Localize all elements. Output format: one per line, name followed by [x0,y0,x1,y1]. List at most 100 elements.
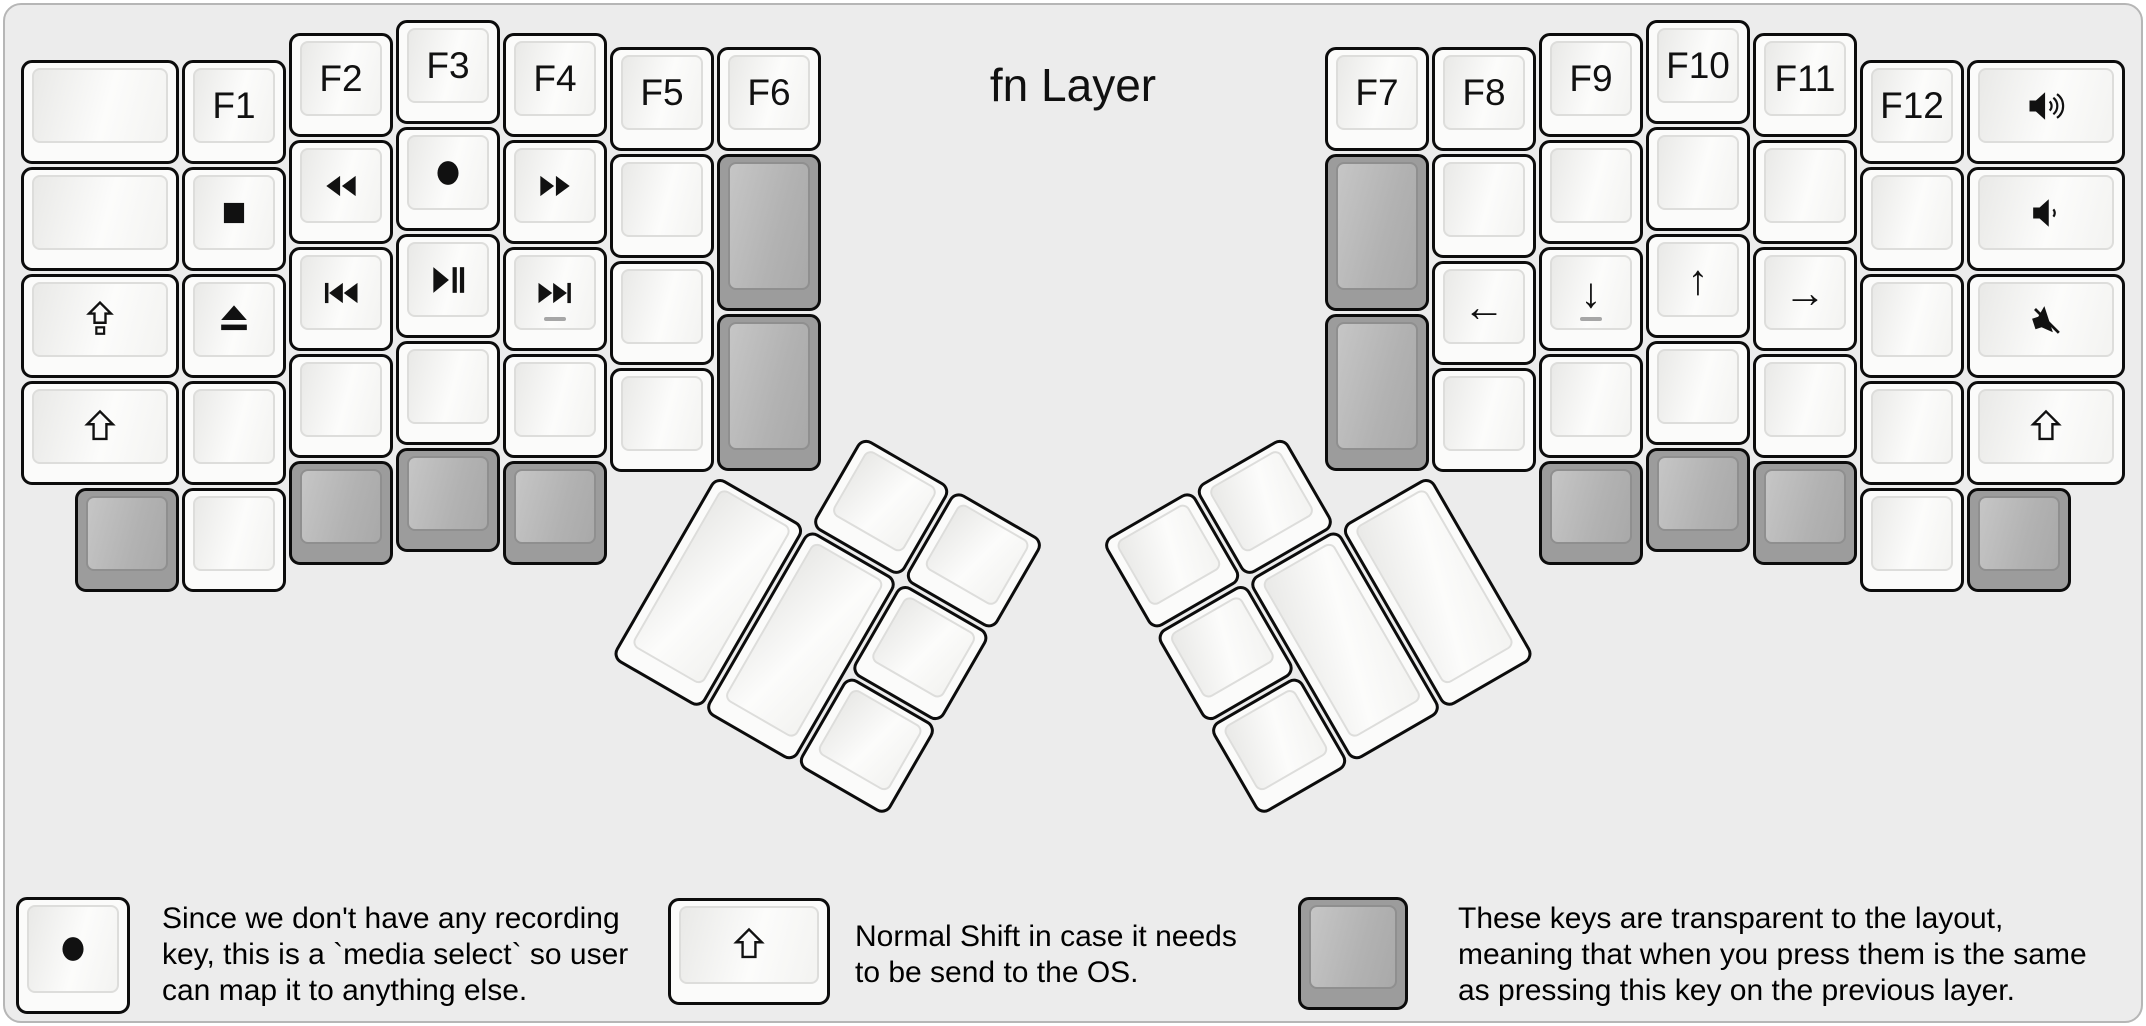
play-pause-icon [433,266,465,293]
legend-text-record: Since we don't have any recording key, t… [162,901,628,1009]
keycap-face [1871,389,1953,464]
key-f10: F10 [1646,20,1750,124]
keycap-face [1657,349,1739,424]
keycap-face [300,362,382,437]
key-arrow-right: → [1753,247,1857,351]
legend-key-transparent [1298,897,1408,1010]
keycap-face [1550,362,1632,437]
key-blank [503,354,607,458]
keycap-face [300,148,382,223]
key-f1: F1 [182,60,286,164]
keycap-face: ← [1443,269,1525,344]
mute-icon [2032,305,2060,334]
keycap-face [1657,456,1739,531]
key-transparent [1967,488,2071,592]
legend-line: can map it to anything else. [162,974,528,1007]
legend-line: These keys are transparent to the layout… [1458,902,2004,935]
keycap-face [1443,162,1525,237]
keycap-face [32,175,168,250]
keycap-face [1114,501,1224,608]
key-blank [1646,127,1750,231]
rewind-icon [326,175,356,196]
homing-bar [1580,317,1602,321]
key-f12: F12 [1860,60,1964,164]
keycap-face [193,175,275,250]
keycap-face [193,389,275,464]
legend-line: key, this is a `media select` so user [162,938,629,971]
keycap-face [1336,322,1418,450]
keycap-face: → [1764,255,1846,330]
keycap-face [621,269,703,344]
key-caps-lock [21,274,179,378]
legend-line: to be send to the OS. [855,956,1139,989]
keycap-face [1978,175,2114,250]
legend-key-shift [668,898,830,1005]
keycap-face [300,255,382,330]
key-volume-down [1967,167,2125,271]
keycap-face [1336,162,1418,290]
key-label: ← [1463,282,1505,330]
homing-bar [544,317,566,321]
legend-line: meaning that when you press them is the … [1458,938,2087,971]
key-blank [1539,354,1643,458]
keycap-face [1871,282,1953,357]
keycap-face [407,349,489,424]
key-transparent [289,461,393,565]
key-f7: F7 [1325,47,1429,151]
keycap-face [1764,362,1846,437]
key-label: F1 [212,84,256,126]
fast-forward-icon [540,175,570,196]
keycap-face [407,242,489,317]
key-label: F2 [319,57,363,99]
key-stop [182,167,286,271]
key-blank [610,261,714,365]
key-blank [21,167,179,271]
key-next-track [503,247,607,351]
caps-lock-icon [86,300,114,335]
legend-text-transparent: These keys are transparent to the layout… [1458,901,2087,1009]
key-record [396,127,500,231]
legend-line: Since we don't have any recording [162,902,620,935]
keycap-face [679,906,819,984]
keycap-face: ↓ [1550,255,1632,330]
keycap-face [1207,448,1316,555]
key-label: F9 [1569,57,1613,99]
key-blank [289,354,393,458]
shift-icon [733,927,765,959]
keycap-face: F6 [728,55,810,130]
keycap-face [514,469,596,544]
shift-icon [2030,409,2062,440]
key-label: F12 [1880,84,1944,126]
keycap-face [1978,282,2114,357]
shift-icon [84,409,116,440]
key-blank [1860,274,1964,378]
key-transparent [1753,461,1857,565]
volume-down-icon [2033,198,2056,227]
record-icon [62,937,84,961]
keycap-face [514,362,596,437]
keycap-face: ↑ [1657,242,1739,317]
keycap-face [32,282,168,357]
keycap-face [1550,148,1632,223]
keycap-face: F7 [1336,55,1418,130]
keycap-face [1657,135,1739,210]
key-play-pause [396,234,500,338]
keycap-face [407,135,489,210]
keycap-face [1443,376,1525,451]
key-blank [1860,167,1964,271]
keycap-face [32,68,168,143]
key-label: → [1784,268,1826,316]
keycap-face: F2 [300,41,382,116]
key-blank [182,488,286,592]
key-f9: F9 [1539,33,1643,137]
key-f6: F6 [717,47,821,151]
key-blank [610,154,714,258]
keycap-face: F1 [193,68,275,143]
keycap-face [621,376,703,451]
key-label: F6 [747,71,791,113]
key-blank [1860,488,1964,592]
key-volume-up [1967,60,2125,164]
key-transparent [717,314,821,471]
keycap-face [1871,175,1953,250]
